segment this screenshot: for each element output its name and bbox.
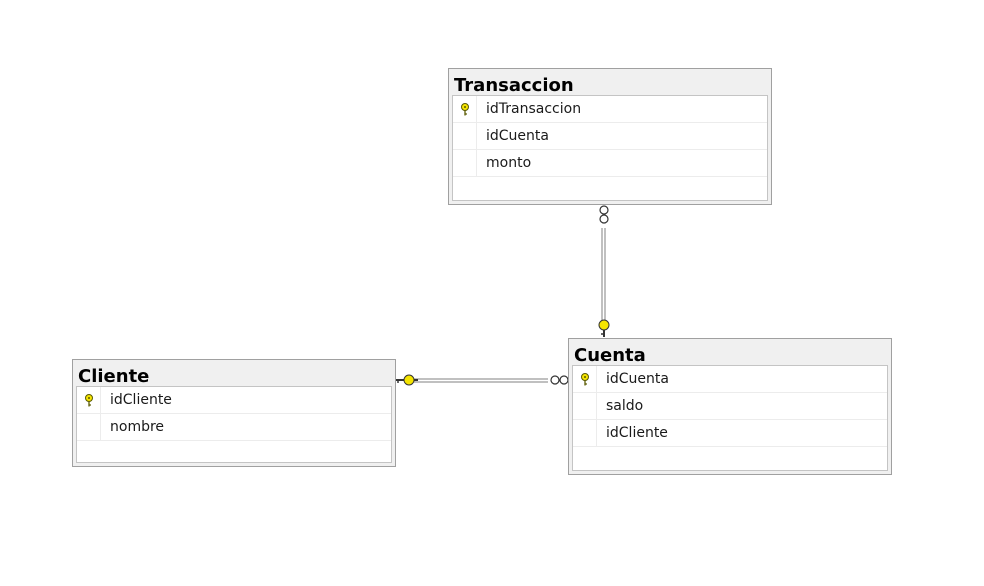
column-row[interactable]: saldo bbox=[573, 393, 887, 420]
column-name: idCuenta bbox=[606, 371, 669, 387]
key-icon bbox=[396, 374, 418, 386]
column-row[interactable]: monto bbox=[453, 150, 767, 177]
key-icon bbox=[581, 373, 589, 386]
column-name: idCliente bbox=[606, 425, 668, 441]
column-list: idTransaccion idCuenta monto bbox=[452, 95, 768, 201]
column-name: idCliente bbox=[110, 392, 172, 408]
key-icon bbox=[598, 319, 610, 337]
column-row[interactable]: idCuenta bbox=[573, 366, 887, 393]
column-list: idCuenta saldo idCliente bbox=[572, 365, 888, 471]
key-icon bbox=[85, 394, 93, 407]
key-icon bbox=[461, 103, 469, 116]
table-title: Cliente bbox=[78, 366, 150, 387]
relationship-cliente-cuenta[interactable] bbox=[396, 374, 569, 386]
column-name: idTransaccion bbox=[486, 101, 582, 117]
column-row[interactable]: nombre bbox=[77, 414, 391, 441]
column-name: saldo bbox=[606, 398, 644, 414]
table-transaccion[interactable]: Transaccion idTransaccion idCuenta monto bbox=[448, 68, 772, 205]
relationship-transaccion-cuenta[interactable] bbox=[598, 205, 610, 337]
table-cliente[interactable]: Cliente idCliente nombre bbox=[72, 359, 396, 467]
column-row[interactable]: idCliente bbox=[573, 420, 887, 447]
table-title: Transaccion bbox=[454, 75, 574, 96]
table-cuenta[interactable]: Cuenta idCuenta saldo idCliente bbox=[568, 338, 892, 475]
column-row[interactable]: idTransaccion bbox=[453, 96, 767, 123]
infinity-icon bbox=[550, 375, 569, 385]
column-name: nombre bbox=[110, 419, 165, 435]
column-row[interactable]: idCuenta bbox=[453, 123, 767, 150]
column-list: idCliente nombre bbox=[76, 386, 392, 463]
column-name: monto bbox=[486, 155, 532, 171]
table-title: Cuenta bbox=[574, 345, 646, 366]
infinity-icon bbox=[599, 205, 609, 224]
column-row[interactable]: idCliente bbox=[77, 387, 391, 414]
column-name: idCuenta bbox=[486, 128, 549, 144]
